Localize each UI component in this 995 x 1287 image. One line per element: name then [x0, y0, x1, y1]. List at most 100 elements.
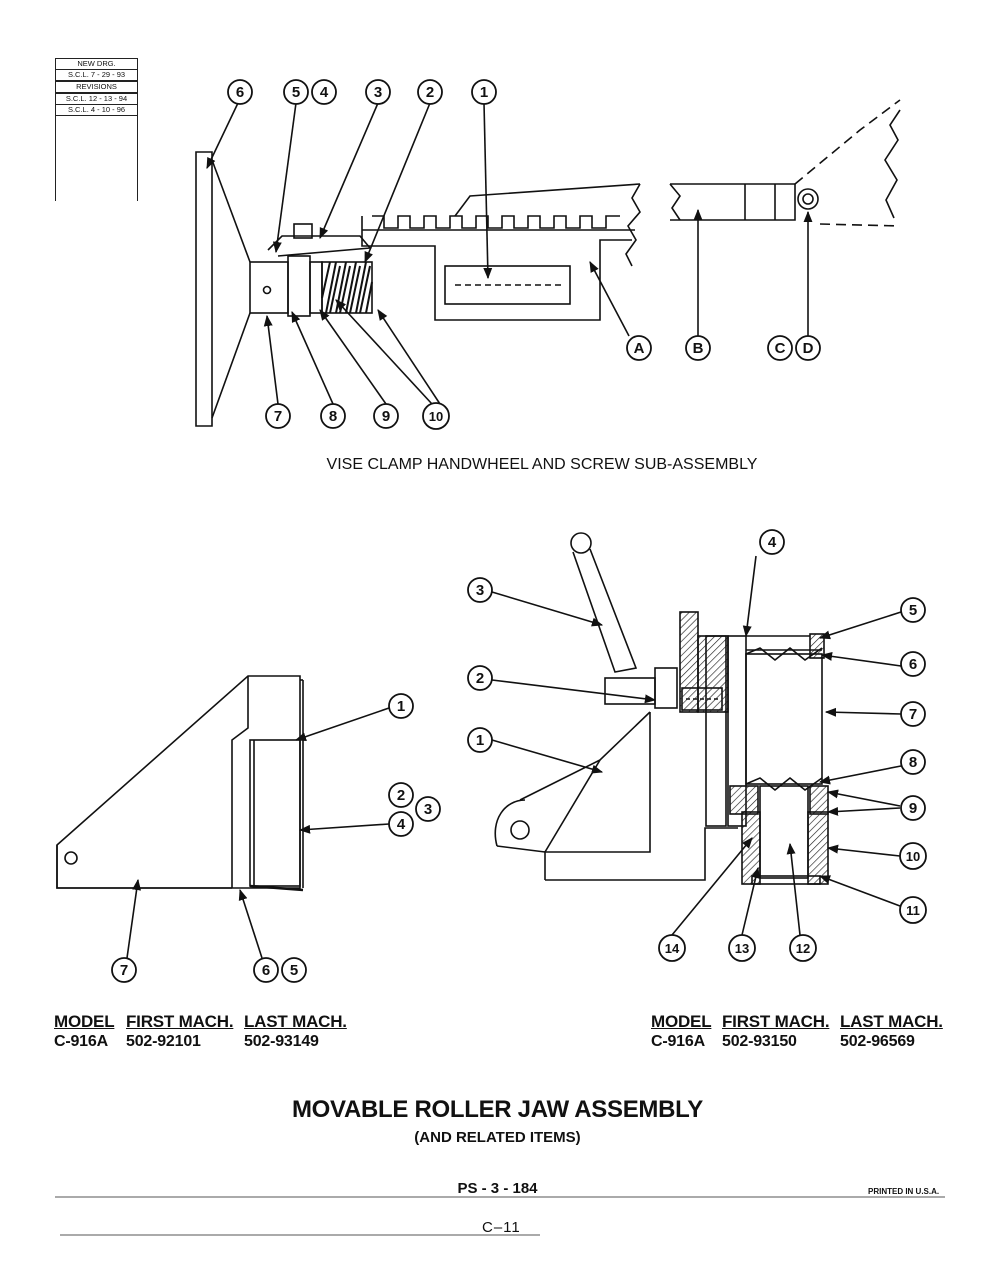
right-figure-leaders — [491, 555, 902, 936]
callout-circle — [388, 811, 414, 837]
left-model-header: MODEL — [54, 1012, 115, 1031]
callout-7: 7 — [274, 408, 282, 425]
right-callout-2: 2 — [476, 670, 484, 687]
callout-10: 10 — [429, 409, 443, 424]
right-callout-6: 6 — [909, 656, 917, 673]
callout-circle — [658, 934, 686, 962]
left-callout-2: 2 — [397, 787, 405, 804]
callout-circle — [467, 577, 493, 603]
left-last-mach-value: 502-93149 — [244, 1033, 319, 1050]
right-callout-1: 1 — [476, 732, 484, 749]
callout-circle — [281, 957, 307, 983]
left-callout-3: 3 — [424, 801, 432, 818]
callout-circle — [417, 79, 443, 105]
left-callout-1: 1 — [397, 698, 405, 715]
callout-circle — [899, 896, 927, 924]
callout-circle — [415, 796, 441, 822]
right-callout-8: 8 — [909, 754, 917, 771]
right-callout-9: 9 — [909, 800, 917, 817]
callout-circle — [626, 335, 652, 361]
left-first-mach-header: FIRST MACH. — [126, 1012, 234, 1031]
left-last-mach-header: LAST MACH. — [244, 1012, 347, 1031]
callout-3: 3 — [374, 84, 382, 101]
right-model-value: C-916A — [651, 1033, 705, 1050]
right-callout-4: 4 — [768, 534, 777, 551]
callout-circle — [900, 597, 926, 623]
top-callouts — [227, 79, 821, 430]
left-first-mach-value: 502-92101 — [126, 1033, 201, 1050]
page-subtitle: (AND RELATED ITEMS) — [414, 1129, 581, 1146]
right-callout-12: 12 — [796, 941, 810, 956]
callout-D: D — [803, 340, 814, 357]
callout-6: 6 — [236, 84, 244, 101]
callout-circle — [767, 335, 793, 361]
right-callout-5: 5 — [909, 602, 917, 619]
right-callout-14: 14 — [665, 941, 680, 956]
callout-2: 2 — [426, 84, 434, 101]
right-callout-10: 10 — [906, 849, 920, 864]
right-last-mach-header: LAST MACH. — [840, 1012, 943, 1031]
right-first-mach-header: FIRST MACH. — [722, 1012, 830, 1031]
callout-circle — [759, 529, 785, 555]
callout-circle — [900, 749, 926, 775]
callout-5: 5 — [292, 84, 300, 101]
callout-C: C — [775, 340, 786, 357]
callout-circle — [789, 934, 817, 962]
callout-circle — [265, 403, 291, 429]
callout-circle — [388, 693, 414, 719]
right-callout-11: 11 — [906, 903, 920, 918]
right-last-mach-value: 502-96569 — [840, 1033, 915, 1050]
top-figure-leaders — [206, 102, 813, 405]
callout-circle — [467, 665, 493, 691]
revision-entry-2: S.C.L. 4 - 10 - 96 — [56, 105, 137, 116]
callout-circle — [227, 79, 253, 105]
callout-circle — [900, 651, 926, 677]
callout-circle — [795, 335, 821, 361]
callout-circle — [471, 79, 497, 105]
callout-circle — [728, 934, 756, 962]
right-first-mach-value: 502-93150 — [722, 1033, 797, 1050]
left-model-value: C-916A — [54, 1033, 108, 1050]
callout-1: 1 — [480, 84, 488, 101]
new-drg-date: S.C.L. 7 - 29 - 93 — [56, 70, 137, 82]
callout-4: 4 — [320, 84, 329, 101]
callout-circle — [111, 957, 137, 983]
callout-circle — [373, 403, 399, 429]
callout-circle — [685, 335, 711, 361]
callout-B: B — [693, 340, 704, 357]
callout-circle — [388, 782, 414, 808]
callout-circle — [900, 795, 926, 821]
callout-circle — [311, 79, 337, 105]
callout-circle — [253, 957, 279, 983]
page-number: C–11 — [482, 1219, 521, 1236]
callout-circle — [422, 402, 450, 430]
callout-circle — [365, 79, 391, 105]
callout-circle — [283, 79, 309, 105]
page-title: MOVABLE ROLLER JAW ASSEMBLY — [291, 1096, 704, 1123]
printed-in-usa: PRINTED IN U.S.A. — [868, 1187, 940, 1196]
left-callout-7: 7 — [120, 962, 128, 979]
left-jaw-drawing — [56, 675, 304, 892]
new-drg-label: NEW DRG. — [56, 58, 137, 70]
right-model-header: MODEL — [651, 1012, 712, 1031]
callout-8: 8 — [329, 408, 337, 425]
right-callout-3: 3 — [476, 582, 484, 599]
top-figure-caption: VISE CLAMP HANDWHEEL AND SCREW SUB-ASSEM… — [327, 456, 758, 473]
revisions-label: REVISIONS — [56, 82, 137, 94]
right-callout-13: 13 — [735, 941, 749, 956]
revision-block: NEW DRG. S.C.L. 7 - 29 - 93 REVISIONS S.… — [55, 58, 138, 201]
right-callout-7: 7 — [909, 706, 917, 723]
callout-A: A — [634, 340, 645, 357]
callout-circle — [899, 842, 927, 870]
right-jaw-drawing — [494, 532, 829, 885]
left-callout-6: 6 — [262, 962, 270, 979]
callout-9: 9 — [382, 408, 390, 425]
page-code: PS - 3 - 184 — [457, 1180, 538, 1197]
revision-entry-1: S.C.L. 12 - 13 - 94 — [56, 94, 137, 105]
callout-circle — [320, 403, 346, 429]
left-callout-4: 4 — [397, 816, 406, 833]
callout-circle — [467, 727, 493, 753]
left-callout-5: 5 — [290, 962, 298, 979]
callout-circle — [900, 701, 926, 727]
